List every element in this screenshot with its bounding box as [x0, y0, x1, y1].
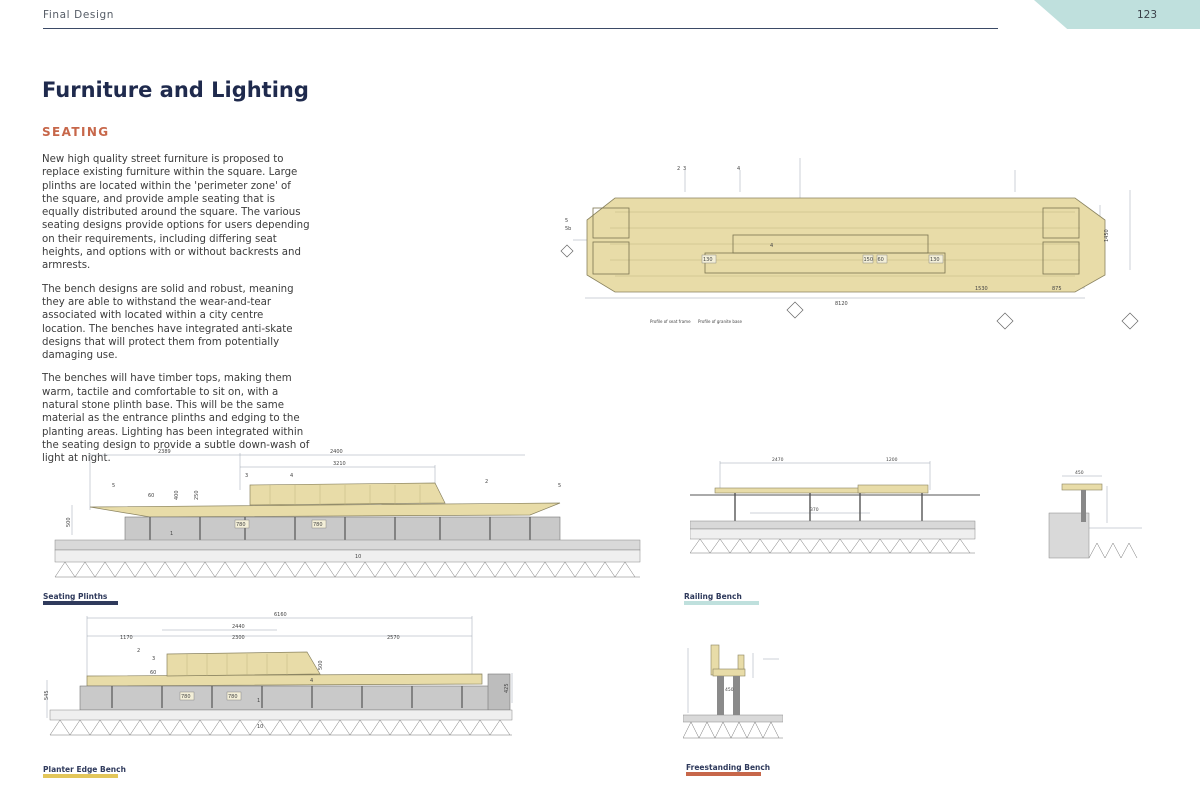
callout: 3	[152, 656, 155, 662]
callout: 10	[257, 724, 263, 730]
caption-freestanding-bench: Freestanding Bench	[686, 763, 771, 772]
caption-bar-coral	[686, 772, 761, 776]
dim-label: 6160	[274, 612, 287, 618]
dim-label: 450	[1075, 470, 1084, 476]
callout: 5	[565, 218, 568, 224]
dim-label: 2300	[232, 635, 245, 641]
callout: 2	[485, 479, 488, 485]
dim-label: 1200	[886, 457, 898, 463]
dim-label: 1450	[1104, 229, 1110, 242]
paragraph-1: New high quality street furniture is pro…	[42, 154, 310, 272]
caption-planter-edge-bench: Planter Edge Bench	[43, 765, 126, 774]
page-number: 123	[1136, 9, 1157, 21]
dim-label: 425	[504, 683, 510, 693]
paragraph-3: The benches will have timber tops, makin…	[42, 373, 310, 465]
callout: 4	[290, 473, 293, 479]
callout: 3	[245, 473, 248, 479]
dim-label: 8120	[835, 301, 848, 307]
dim-label: 2440	[232, 624, 245, 630]
callout: 1	[170, 531, 173, 537]
dim-label: 250	[194, 490, 200, 500]
dim-label: 450	[725, 687, 734, 693]
dim-label: 875	[1052, 286, 1062, 292]
dim-label: 2400	[330, 449, 343, 455]
callout: 4	[737, 166, 740, 172]
planter-edge-bench-drawing: 6160 2440 2300 1170 2570 60 500 545 425 …	[44, 612, 513, 736]
caption-seating-plinths: Seating Plinths	[43, 592, 108, 601]
dim-label: 780	[181, 694, 191, 700]
caption-bar-navy	[43, 601, 118, 605]
dim-label: 3210	[333, 461, 346, 467]
dim-label: 545	[44, 690, 50, 700]
dim-label: 780	[228, 694, 238, 700]
caption-bar-teal	[684, 601, 759, 605]
section-marker-icon	[996, 312, 1014, 330]
callout: 5	[112, 483, 115, 489]
paragraph-2: The bench designs are solid and robust, …	[42, 283, 294, 362]
callout: 4	[310, 678, 313, 684]
dim-label: 1170	[120, 635, 133, 641]
section-marker-icon	[786, 301, 804, 319]
callout: 10	[355, 554, 361, 560]
dim-label: 60	[150, 670, 156, 676]
dim-label: 130	[703, 257, 713, 263]
plan-note: Profile of seat frame	[650, 319, 691, 324]
seating-plinths-drawing: 2389 2400 3210 60 400 250 500 780 780 5 …	[54, 449, 641, 578]
railing-bench-section-drawing: 450	[1048, 470, 1142, 559]
body-text: New high quality street furniture is pro…	[42, 153, 310, 476]
callout: 5b	[565, 226, 571, 232]
section-subheading: SEATING	[42, 125, 110, 139]
dim-label: 60	[148, 493, 154, 499]
dim-label: 1530	[975, 286, 988, 292]
dim-label: 780	[313, 522, 323, 528]
dim-label: 370	[810, 507, 819, 513]
railing-bench-drawing: 2470 1200 370	[690, 457, 980, 554]
dim-label: 60	[878, 257, 884, 263]
dim-label: 2470	[772, 457, 784, 463]
section-marker-icon	[560, 244, 574, 258]
plan-note: Profile of granite base	[698, 319, 742, 324]
dim-label: 500	[318, 660, 324, 670]
plinth-plan-drawing: 130 150 60 130 8120 1530 875 1450 2 3 4 …	[560, 158, 1139, 330]
dim-label: 400	[174, 490, 180, 500]
dim-label: 130	[930, 257, 940, 263]
dim-label: 2389	[158, 449, 171, 455]
callout: 1	[257, 698, 260, 704]
callout: 2	[137, 648, 140, 654]
callout: 4	[770, 243, 773, 249]
page-number-tab	[1034, 0, 1200, 29]
running-header: Final Design	[43, 9, 114, 21]
freestanding-bench-drawing: 450	[683, 644, 783, 739]
page-title: Furniture and Lighting	[42, 78, 309, 102]
callout: 3	[683, 166, 686, 172]
caption-bar-mustard	[43, 774, 118, 778]
callout: 2	[677, 166, 680, 172]
callout: 5	[558, 483, 561, 489]
dim-label: 2570	[387, 635, 400, 641]
dim-label: 500	[66, 517, 72, 527]
header-rule	[43, 28, 998, 29]
dim-label: 150	[864, 257, 874, 263]
dim-label: 780	[236, 522, 246, 528]
caption-railing-bench: Railing Bench	[684, 592, 742, 601]
section-marker-icon	[1121, 312, 1139, 330]
